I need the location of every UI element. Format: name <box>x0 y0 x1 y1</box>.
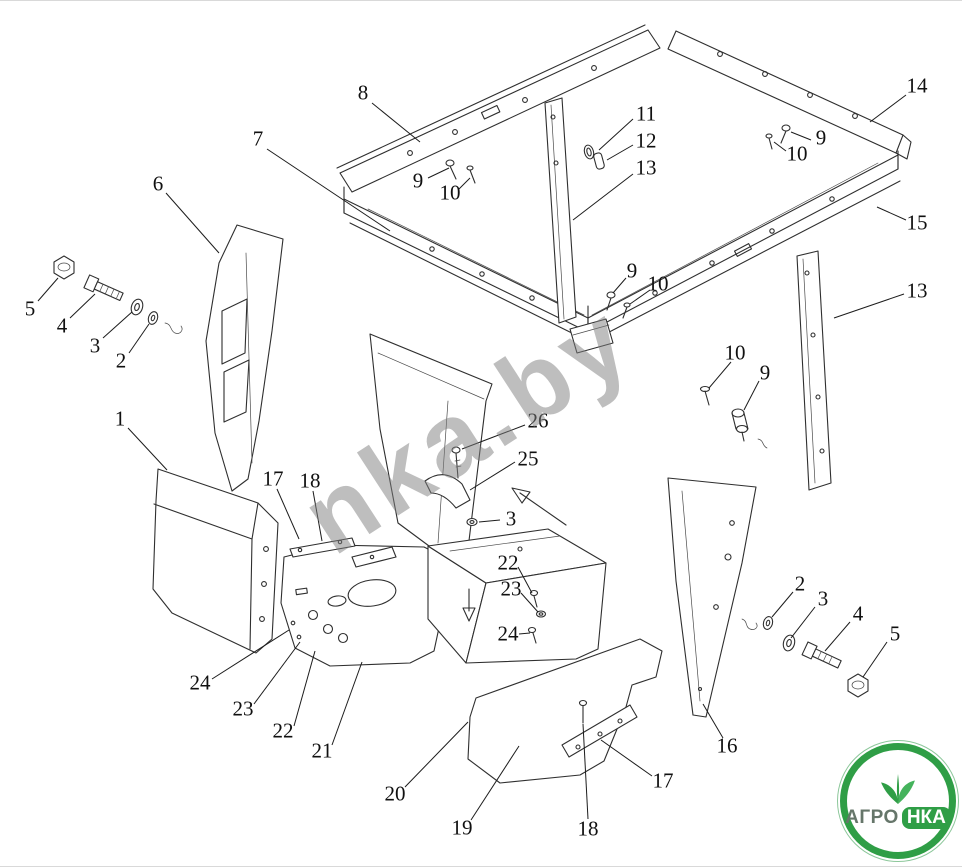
wheat-sprout-icon <box>881 773 915 805</box>
part-label-1: 1 <box>114 406 126 431</box>
lock-washer-2-left <box>147 311 159 325</box>
part-label-12: 12 <box>635 128 657 153</box>
part-label-10: 10 <box>439 180 461 205</box>
part-label-16: 16 <box>716 733 738 758</box>
part-label-9: 9 <box>759 360 771 385</box>
bolt-head-5-right <box>847 673 869 698</box>
brand-text-nka: НКА <box>901 807 951 829</box>
part-label-23: 23 <box>500 576 522 601</box>
part-label-14: 14 <box>906 73 928 98</box>
part-label-3: 3 <box>817 586 829 611</box>
front-panel-1 <box>152 468 279 654</box>
part-label-2: 2 <box>115 348 127 373</box>
part-label-18: 18 <box>299 468 321 493</box>
right-rail-13 <box>796 250 832 491</box>
part-label-23: 23 <box>232 696 254 721</box>
part-label-10: 10 <box>786 141 808 166</box>
part-label-7: 7 <box>252 126 264 151</box>
washer-3-left <box>130 298 144 316</box>
part-label-9: 9 <box>626 258 638 283</box>
part-label-11: 11 <box>635 101 657 126</box>
cotter-pin-left <box>164 322 183 334</box>
washer-23 <box>535 610 547 618</box>
part-label-10: 10 <box>724 340 746 365</box>
screw-9-top-right <box>780 124 791 144</box>
fastener-group-left <box>53 255 183 334</box>
bolt-9-right <box>731 408 749 442</box>
part-label-26: 26 <box>527 408 549 433</box>
strip-17-right <box>561 704 638 758</box>
bushing-12 <box>593 152 605 170</box>
part-label-17: 17 <box>652 768 674 793</box>
center-post-13 <box>544 97 577 324</box>
part-label-22: 22 <box>272 718 294 743</box>
leader-lines <box>37 94 907 821</box>
part-label-5: 5 <box>889 621 901 646</box>
part-label-4: 4 <box>852 601 864 626</box>
part-label-22: 22 <box>497 550 519 575</box>
small-fasteners <box>445 124 791 449</box>
part-label-24: 24 <box>497 621 519 646</box>
brand-text-row: АГРО НКА <box>845 807 951 829</box>
part-label-19: 19 <box>451 815 473 840</box>
part-label-21: 21 <box>311 738 333 763</box>
cover-box <box>427 528 607 664</box>
bolt-26 <box>451 446 462 479</box>
brand-logo-circle: АГРО НКА <box>840 743 956 859</box>
brand-logo: АГРО НКА <box>840 743 956 859</box>
pin-10-middle <box>622 302 631 319</box>
part-label-25: 25 <box>517 446 539 471</box>
part-label-9: 9 <box>815 125 827 150</box>
bolt-4-left <box>83 274 124 301</box>
pin-10-right <box>699 385 711 406</box>
corner-bracket <box>569 318 614 354</box>
part-label-10: 10 <box>647 271 669 296</box>
screw-18-right <box>578 699 588 724</box>
screw-9-top-left <box>445 159 457 180</box>
part-label-5: 5 <box>24 296 36 321</box>
screw-9-middle <box>606 291 616 311</box>
bolt-4-right <box>801 641 842 669</box>
part-label-4: 4 <box>56 313 68 338</box>
fastener-group-right <box>741 616 869 698</box>
floor-plate-21 <box>280 537 453 667</box>
part-label-3: 3 <box>505 506 517 531</box>
part-label-24: 24 <box>189 670 211 695</box>
part-label-15: 15 <box>906 210 928 235</box>
cotter-pin-mid-right <box>757 438 768 449</box>
pin-10-top-right <box>765 133 773 150</box>
pin-10-top-left <box>466 165 476 184</box>
part-label-13: 13 <box>635 155 657 180</box>
screw-22 <box>529 589 539 608</box>
bracket-25 <box>424 474 471 509</box>
ring-11 <box>583 144 595 160</box>
part-label-20: 20 <box>384 781 406 806</box>
bottom-plate-19 <box>467 638 663 784</box>
part-label-6: 6 <box>152 171 164 196</box>
part-label-2: 2 <box>794 571 806 596</box>
left-side-panel-6 <box>205 224 284 492</box>
seat-back-panel <box>369 333 493 564</box>
right-side-panel-16 <box>667 477 757 718</box>
part-label-17: 17 <box>262 466 284 491</box>
cotter-pin-right <box>741 618 758 630</box>
part-label-9: 9 <box>412 168 424 193</box>
part-label-8: 8 <box>357 80 369 105</box>
washer-3-right <box>782 634 796 652</box>
direction-arrows <box>462 487 567 622</box>
washer-3-center <box>466 517 478 527</box>
part-label-13: 13 <box>906 278 928 303</box>
brand-text-agro: АГРО <box>845 807 899 828</box>
part-label-18: 18 <box>577 816 599 841</box>
bolt-head-5-left <box>53 255 75 280</box>
lock-washer-2-right <box>762 616 774 630</box>
part-label-3: 3 <box>89 333 101 358</box>
screw-24 <box>527 626 537 644</box>
